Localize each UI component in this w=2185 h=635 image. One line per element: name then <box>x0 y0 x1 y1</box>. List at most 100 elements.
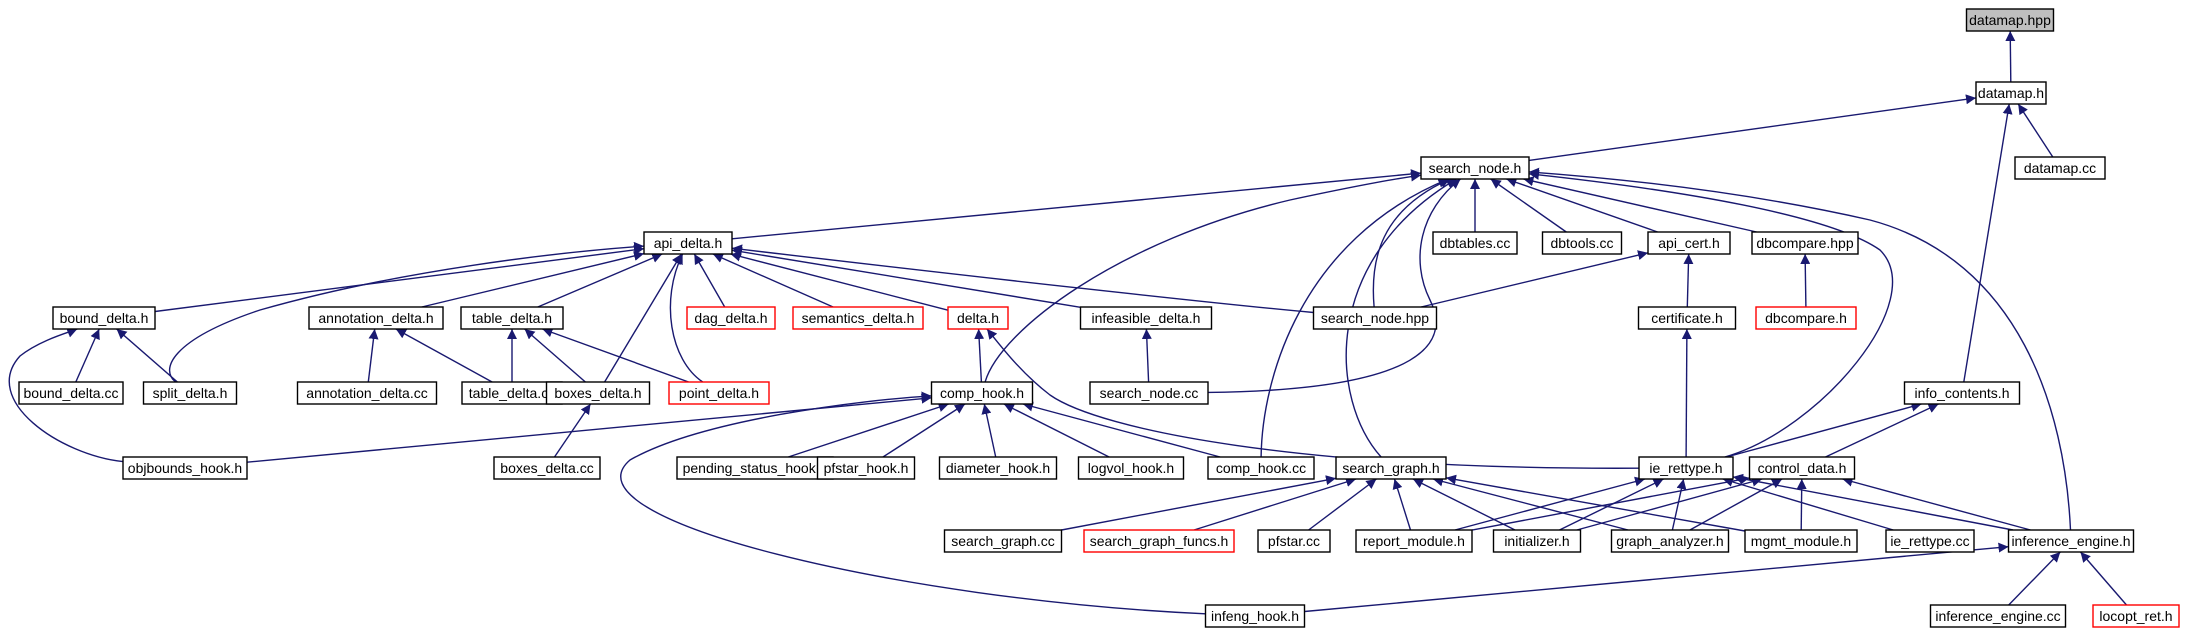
node-box[interactable] <box>1885 529 1975 553</box>
node-box[interactable] <box>296 381 438 405</box>
node-annotation_delta_h[interactable]: annotation_delta.h <box>308 306 444 330</box>
node-inference_engine_cc[interactable]: inference_engine.cc <box>1929 604 2067 628</box>
node-box[interactable] <box>1755 306 1857 330</box>
node-box[interactable] <box>1638 456 1734 480</box>
node-table_delta_cc[interactable]: table_delta.cc <box>461 381 563 405</box>
node-info_contents_h[interactable]: info_contents.h <box>1903 381 2021 405</box>
node-box[interactable] <box>816 456 916 480</box>
node-box[interactable] <box>1257 529 1331 553</box>
node-box[interactable] <box>122 456 248 480</box>
node-initializer_h[interactable]: initializer.h <box>1492 529 1582 553</box>
node-dbtables_cc[interactable]: dbtables.cc <box>1432 231 1518 255</box>
node-box[interactable] <box>1903 381 2021 405</box>
node-dbcompare_h[interactable]: dbcompare.h <box>1755 306 1857 330</box>
node-dbcompare_hpp[interactable]: dbcompare.hpp <box>1751 231 1859 255</box>
node-box[interactable] <box>1637 306 1737 330</box>
edge-comp_hook_cc-to-comp_hook_h <box>1022 401 1221 458</box>
node-box[interactable] <box>2092 604 2180 628</box>
node-pfstar_hook_h[interactable]: pfstar_hook.h <box>816 456 916 480</box>
node-split_delta_h[interactable]: split_delta.h <box>142 381 238 405</box>
node-search_node_h[interactable]: search_node.h <box>1420 156 1530 180</box>
node-box[interactable] <box>1207 456 1315 480</box>
node-box[interactable] <box>1077 456 1185 480</box>
node-box[interactable] <box>1355 529 1473 553</box>
node-box[interactable] <box>2014 156 2106 180</box>
node-box[interactable] <box>1204 604 1306 628</box>
node-box[interactable] <box>643 231 733 255</box>
node-logvol_hook_h[interactable]: logvol_hook.h <box>1077 456 1185 480</box>
node-comp_hook_h[interactable]: comp_hook.h <box>930 381 1034 405</box>
node-datamap_cc[interactable]: datamap.cc <box>2014 156 2106 180</box>
node-api_cert_h[interactable]: api_cert.h <box>1647 231 1731 255</box>
node-ie_rettype_cc[interactable]: ie_rettype.cc <box>1885 529 1975 553</box>
node-box[interactable] <box>792 306 924 330</box>
node-datamap_hpp[interactable]: datamap.hpp <box>1965 8 2055 32</box>
node-boxes_delta_cc[interactable]: boxes_delta.cc <box>493 456 601 480</box>
node-box[interactable] <box>142 381 238 405</box>
node-box[interactable] <box>1751 231 1859 255</box>
node-point_delta_h[interactable]: point_delta.h <box>668 381 770 405</box>
node-box[interactable] <box>1929 604 2067 628</box>
node-diameter_hook_h[interactable]: diameter_hook.h <box>938 456 1058 480</box>
node-box[interactable] <box>943 529 1063 553</box>
node-search_graph_cc[interactable]: search_graph.cc <box>943 529 1063 553</box>
node-search_graph_funcs_h[interactable]: search_graph_funcs.h <box>1083 529 1235 553</box>
node-dag_delta_h[interactable]: dag_delta.h <box>686 306 776 330</box>
node-box[interactable] <box>1089 381 1209 405</box>
node-box[interactable] <box>1083 529 1235 553</box>
node-box[interactable] <box>947 306 1009 330</box>
node-box[interactable] <box>1975 81 2047 105</box>
node-certificate_h[interactable]: certificate.h <box>1637 306 1737 330</box>
edge-search_graph_funcs_h-to-search_graph_h <box>1193 477 1357 531</box>
node-objbounds_hook_h[interactable]: objbounds_hook.h <box>122 456 248 480</box>
node-mgmt_module_h[interactable]: mgmt_module.h <box>1744 529 1858 553</box>
node-box[interactable] <box>1610 529 1730 553</box>
node-box[interactable] <box>1744 529 1858 553</box>
node-dbtools_cc[interactable]: dbtools.cc <box>1541 231 1623 255</box>
node-box[interactable] <box>1335 456 1447 480</box>
node-inference_engine_h[interactable]: inference_engine.h <box>2007 529 2135 553</box>
node-box[interactable] <box>686 306 776 330</box>
node-datamap_h[interactable]: datamap.h <box>1975 81 2047 105</box>
node-infeng_hook_h[interactable]: infeng_hook.h <box>1204 604 1306 628</box>
node-bound_delta_cc[interactable]: bound_delta.cc <box>18 381 124 405</box>
node-box[interactable] <box>938 456 1058 480</box>
node-report_module_h[interactable]: report_module.h <box>1355 529 1473 553</box>
node-box[interactable] <box>1079 306 1213 330</box>
node-semantics_delta_h[interactable]: semantics_delta.h <box>792 306 924 330</box>
node-control_data_h[interactable]: control_data.h <box>1748 456 1856 480</box>
node-box[interactable] <box>2007 529 2135 553</box>
node-box[interactable] <box>545 381 651 405</box>
node-annotation_delta_cc[interactable]: annotation_delta.cc <box>296 381 438 405</box>
node-infeasible_delta_h[interactable]: infeasible_delta.h <box>1079 306 1213 330</box>
node-boxes_delta_h[interactable]: boxes_delta.h <box>545 381 651 405</box>
node-box[interactable] <box>460 306 564 330</box>
node-graph_analyzer_h[interactable]: graph_analyzer.h <box>1610 529 1730 553</box>
node-box[interactable] <box>1748 456 1856 480</box>
node-pending_status_hook_h[interactable]: pending_status_hook.h <box>676 456 834 480</box>
node-box[interactable] <box>308 306 444 330</box>
node-box[interactable] <box>1541 231 1623 255</box>
node-bound_delta_h[interactable]: bound_delta.h <box>52 306 156 330</box>
node-delta_h[interactable]: delta.h <box>947 306 1009 330</box>
node-box[interactable] <box>1432 231 1518 255</box>
node-search_node_cc[interactable]: search_node.cc <box>1089 381 1209 405</box>
node-comp_hook_cc[interactable]: comp_hook.cc <box>1207 456 1315 480</box>
node-box[interactable] <box>1420 156 1530 180</box>
node-box[interactable] <box>493 456 601 480</box>
node-box[interactable] <box>930 381 1034 405</box>
node-box[interactable] <box>1647 231 1731 255</box>
node-box[interactable] <box>18 381 124 405</box>
node-search_node_hpp[interactable]: search_node.hpp <box>1312 306 1438 330</box>
node-box[interactable] <box>52 306 156 330</box>
node-table_delta_h[interactable]: table_delta.h <box>460 306 564 330</box>
node-box[interactable] <box>1965 8 2055 32</box>
node-pfstar_cc[interactable]: pfstar.cc <box>1257 529 1331 553</box>
node-search_graph_h[interactable]: search_graph.h <box>1335 456 1447 480</box>
node-api_delta_h[interactable]: api_delta.h <box>643 231 733 255</box>
node-locopt_ret_h[interactable]: locopt_ret.h <box>2092 604 2180 628</box>
node-ie_rettype_h[interactable]: ie_rettype.h <box>1638 456 1734 480</box>
node-box[interactable] <box>1492 529 1582 553</box>
node-box[interactable] <box>1312 306 1438 330</box>
node-box[interactable] <box>668 381 770 405</box>
